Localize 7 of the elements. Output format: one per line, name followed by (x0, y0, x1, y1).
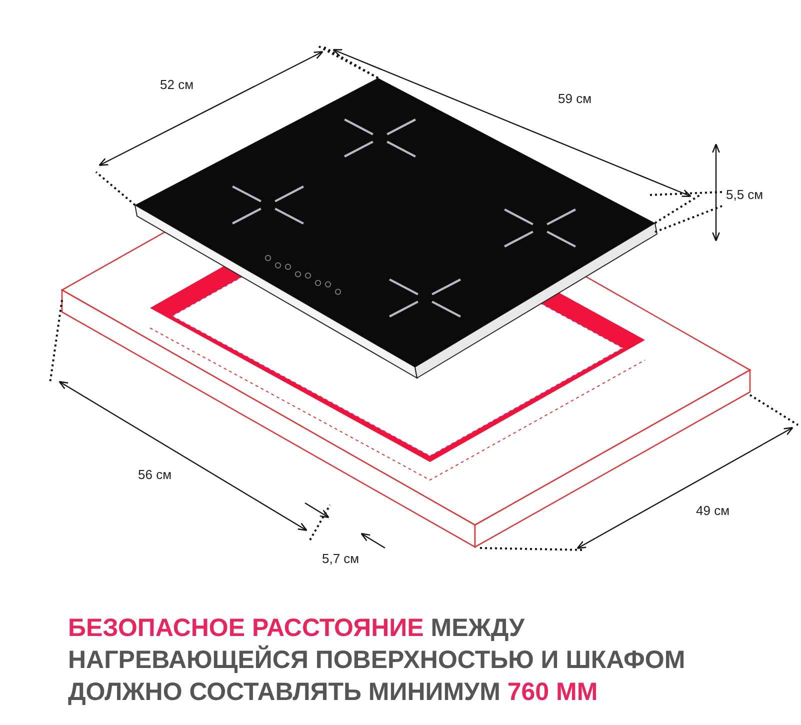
dimension-label: 59 см (558, 91, 592, 106)
dimension-label: 56 см (138, 467, 172, 482)
dimension-label: 5,7 см (322, 551, 360, 566)
dimension-label: 5,5 см (726, 187, 764, 202)
caption: БЕЗОПАСНОЕ РАССТОЯНИЕ МЕЖДУ НАГРЕВАЮЩЕЙСЯ ПОВЕРХНОСТЬЮ И ШКАФОМ ДОЛЖНО СОСТАВЛЯТЬ МИНИМУМ 760 ММ (68, 613, 686, 708)
dimension-label: 49 см (696, 503, 730, 518)
dimension-label: 52 см (160, 77, 194, 92)
